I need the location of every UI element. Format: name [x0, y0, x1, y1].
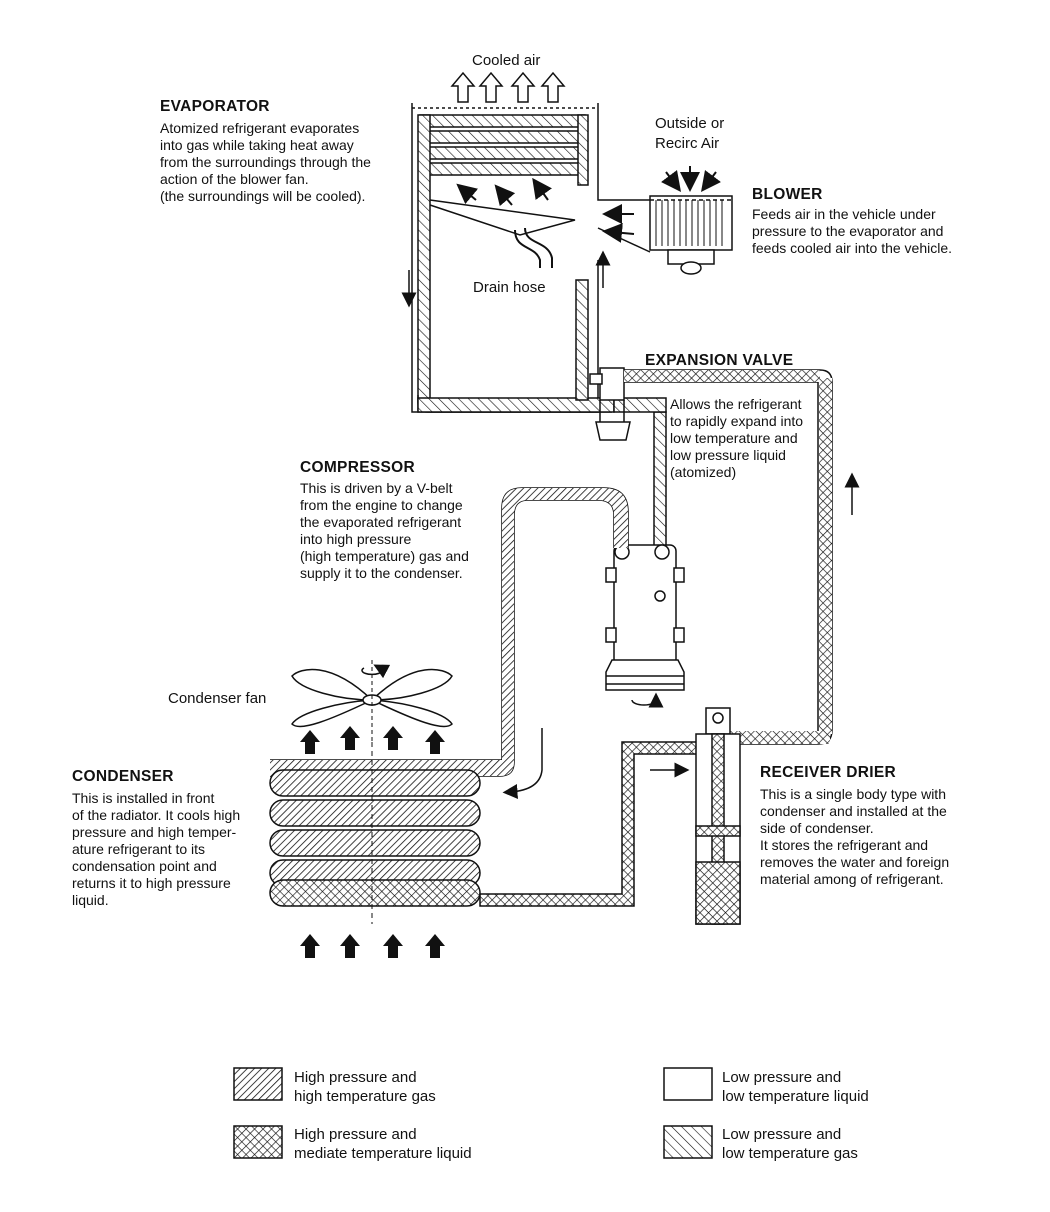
- blower-title: BLOWER: [752, 186, 823, 203]
- legend-swatch-high-liquid: [233, 1125, 283, 1159]
- drain-hose-label: Drain hose: [473, 279, 546, 296]
- expansion-valve: [589, 367, 631, 441]
- airflow-arrows: [300, 726, 445, 958]
- discharge-line: [270, 487, 629, 799]
- compressor-description: This is driven by a V-belt from the engi…: [300, 480, 469, 581]
- expansion-valve-description: Allows the refrigerant to rapidly expand…: [670, 396, 804, 480]
- compressor-title: COMPRESSOR: [300, 459, 415, 476]
- condenser-fan-label: Condenser fan: [168, 690, 267, 707]
- legend-text-low-gas: Low pressure and low temperature gas: [722, 1126, 858, 1162]
- evaporator-description: Atomized refrigerant evaporates into gas…: [160, 120, 371, 204]
- evaporator-title: EVAPORATOR: [160, 98, 270, 115]
- blower-description: Feeds air in the vehicle under pressure …: [752, 206, 953, 256]
- condenser-fan: [291, 660, 453, 742]
- receiver-drier: [695, 707, 741, 925]
- condenser-description: This is installed in front of the radiat…: [72, 790, 241, 908]
- cooled-air-arrows: [450, 71, 566, 103]
- legend-text-low-liquid: Low pressure and low temperature liquid: [722, 1069, 869, 1105]
- compressor: [605, 544, 685, 708]
- receiver-drier-title: RECEIVER DRIER: [760, 764, 896, 781]
- condenser-title: CONDENSER: [72, 768, 174, 785]
- suction-line: [417, 279, 667, 548]
- legend-swatch-high-gas: [233, 1067, 283, 1101]
- expansion-valve-title: EXPANSION VALVE: [645, 352, 794, 369]
- receiver-drier-description: This is a single body type with condense…: [760, 786, 950, 887]
- legend-swatch-low-gas: [663, 1125, 713, 1159]
- legend-text-high-liquid: High pressure and mediate temperature li…: [294, 1126, 472, 1162]
- liquid-line: [624, 369, 860, 745]
- outside-recirc-air-label: Outside or Recirc Air: [655, 115, 725, 152]
- legend-swatch-low-liquid: [663, 1067, 713, 1101]
- legend-text-high-gas: High pressure and high temperature gas: [294, 1069, 436, 1105]
- evaporator: [401, 103, 651, 413]
- condenser: [269, 742, 481, 924]
- blower: [602, 166, 733, 275]
- cooled-air-label: Cooled air: [472, 52, 541, 69]
- legend-swatches: [233, 1067, 713, 1159]
